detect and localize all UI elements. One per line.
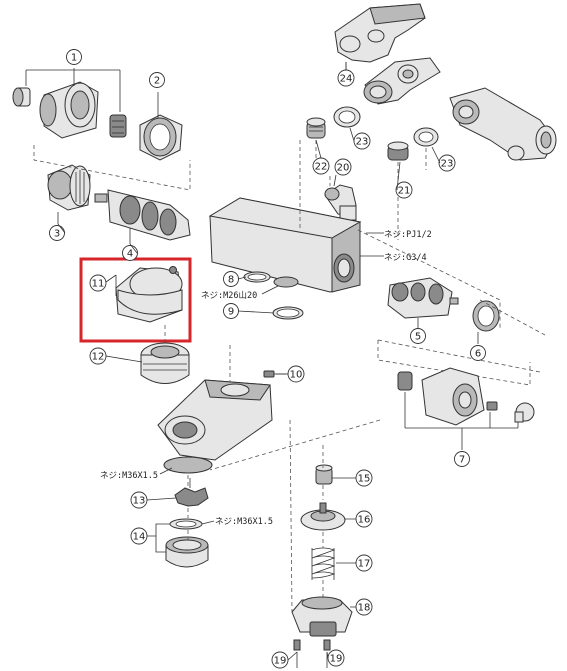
callout-19a: 19 <box>271 651 289 669</box>
svg-text:22: 22 <box>315 162 328 173</box>
part-7-handle-assembly <box>397 367 535 450</box>
part-1-cap-assembly <box>12 68 127 139</box>
part-23-upper-elbow <box>333 57 441 128</box>
svg-text:19: 19 <box>274 656 287 667</box>
part-12-head <box>140 342 190 384</box>
dashed-guide-left <box>33 145 191 191</box>
callout-11: 11 <box>89 274 107 292</box>
svg-text:15: 15 <box>358 474 371 485</box>
callout-2: 2 <box>149 72 165 88</box>
callout-24: 24 <box>337 69 355 87</box>
svg-text:ネジ:M26山20: ネジ:M26山20 <box>201 290 257 301</box>
callout-14: 14 <box>130 527 148 545</box>
callout-15: 15 <box>355 469 373 487</box>
part-3-threaded-sleeve <box>47 164 91 224</box>
svg-text:ネジ:G3/4: ネジ:G3/4 <box>384 253 427 263</box>
leader-lines <box>57 62 441 661</box>
svg-text:9: 9 <box>228 307 234 318</box>
svg-text:7: 7 <box>459 455 465 466</box>
part-2-ring-nut <box>139 92 183 161</box>
callout-19b: 19 <box>327 649 345 667</box>
part-19-screws <box>293 639 331 668</box>
callout-8: 8 <box>223 271 239 287</box>
callout-10: 10 <box>287 365 305 383</box>
dashed-guide-right <box>377 339 541 386</box>
callout-6: 6 <box>470 345 486 361</box>
part-22-nipple <box>306 117 326 139</box>
svg-text:23: 23 <box>356 137 369 148</box>
callout-22: 22 <box>312 157 330 175</box>
svg-text:6: 6 <box>475 349 481 360</box>
svg-text:23: 23 <box>441 159 454 170</box>
dashed-center-left <box>164 325 231 540</box>
svg-text:5: 5 <box>415 332 421 343</box>
callout-4: 4 <box>122 245 138 261</box>
callout-12: 12 <box>89 347 107 365</box>
part-23-right-elbow <box>413 87 557 161</box>
part-16-diaphragm <box>300 502 346 531</box>
part-13-aerator <box>174 478 209 507</box>
part-17-spring <box>311 547 336 580</box>
part-21-nipple <box>387 141 409 161</box>
svg-text:3: 3 <box>54 229 60 240</box>
part-11-highlight-box <box>79 257 192 343</box>
part-20-elbow-fitting <box>324 184 357 221</box>
callout-5: 5 <box>410 328 426 344</box>
svg-text:ネジ:PJ1/2: ネジ:PJ1/2 <box>384 230 432 240</box>
svg-text:8: 8 <box>228 275 234 286</box>
svg-text:18: 18 <box>358 603 371 614</box>
callout-17: 17 <box>355 554 373 572</box>
main-valve-body <box>208 197 362 293</box>
svg-text:1: 1 <box>71 53 77 64</box>
part-10-screw <box>263 370 286 378</box>
part-4-cartridge <box>94 189 191 244</box>
svg-text:11: 11 <box>92 279 105 290</box>
callout-13: 13 <box>130 491 148 509</box>
svg-text:24: 24 <box>340 74 353 85</box>
callout-23a: 23 <box>353 132 371 150</box>
callout-1: 1 <box>66 49 82 65</box>
svg-text:ネジ:M36X1.5: ネジ:M36X1.5 <box>215 517 273 527</box>
svg-text:12: 12 <box>92 352 105 363</box>
callout-9: 9 <box>223 303 239 319</box>
part-8-oring <box>243 271 271 283</box>
svg-text:21: 21 <box>398 186 411 197</box>
dashed-guide-right-upper <box>357 229 546 336</box>
part-6-ring <box>472 300 500 344</box>
svg-text:19: 19 <box>330 654 343 665</box>
part-14-nut-and-gasket <box>165 518 209 568</box>
note-m26: ネジ:M26山20 <box>201 285 279 301</box>
svg-text:16: 16 <box>358 515 371 526</box>
svg-text:10: 10 <box>290 370 303 381</box>
callout-18: 18 <box>355 598 373 616</box>
part-15-nipple <box>315 464 333 485</box>
dashed-center-right <box>209 419 381 613</box>
part-9-oring <box>272 306 304 320</box>
callout-21: 21 <box>395 181 413 199</box>
svg-text:20: 20 <box>337 163 350 174</box>
svg-text:17: 17 <box>358 559 371 570</box>
callout-3: 3 <box>49 225 65 241</box>
note-pj12: ネジ:PJ1/2 <box>366 230 432 240</box>
part-5-cartridge <box>387 277 459 328</box>
callout-16: 16 <box>355 510 373 528</box>
callout-23b: 23 <box>438 154 456 172</box>
note-g34: ネジ:G3/4 <box>360 253 427 263</box>
svg-text:ネジ:M36X1.5: ネジ:M36X1.5 <box>100 471 158 481</box>
svg-text:14: 14 <box>133 532 146 543</box>
note-m36a: ネジ:M36X1.5 <box>100 467 173 481</box>
svg-text:4: 4 <box>127 249 133 260</box>
callout-7: 7 <box>454 451 470 467</box>
note-m36b: ネジ:M36X1.5 <box>201 517 273 527</box>
lower-spout-body <box>157 379 273 474</box>
svg-text:2: 2 <box>154 76 160 87</box>
callout-20: 20 <box>334 158 352 176</box>
part-18-base <box>291 596 353 637</box>
svg-text:13: 13 <box>133 496 146 507</box>
part-24-bracket <box>334 3 426 70</box>
